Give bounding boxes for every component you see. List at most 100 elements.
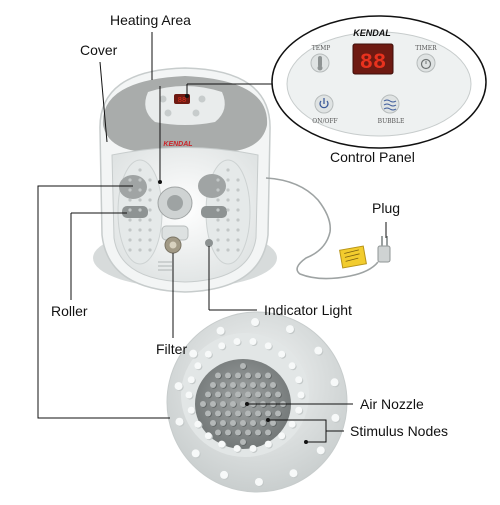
power-cord <box>265 177 379 280</box>
bubble-label: BUBBLE <box>378 118 405 125</box>
foot-spa-device: 88 KENDAL <box>93 67 277 293</box>
outer-node <box>194 420 202 428</box>
heating-area-core <box>167 195 183 211</box>
outer-node <box>249 444 257 452</box>
stimulus-node <box>235 372 241 379</box>
control-panel-brand: KENDAL <box>353 28 391 38</box>
outer-node <box>194 362 202 370</box>
outer-node <box>264 342 272 350</box>
rim-node <box>220 470 229 479</box>
foot-pad-node <box>216 178 220 182</box>
rim-node <box>314 346 323 355</box>
control-panel-callout: KENDAL 88 TEMP TIMER ON/OFF BUBBLE <box>271 15 487 149</box>
outer-node <box>204 432 212 440</box>
foot-pad-node <box>128 238 132 242</box>
rim-node <box>174 382 183 391</box>
device-mini-button-right <box>198 95 206 103</box>
foot-pad-node <box>148 238 152 242</box>
plug-prong-2 <box>386 236 388 246</box>
dot-stimulus-node-2 <box>304 440 308 444</box>
dot-control-panel <box>185 94 189 98</box>
label-heating-area: Heating Area <box>110 12 191 28</box>
foot-pad-node <box>138 178 142 182</box>
stimulus-node <box>255 391 261 398</box>
foot-pad-node <box>236 198 240 202</box>
stimulus-node <box>240 382 246 388</box>
plug-assembly <box>339 236 391 269</box>
outer-node <box>288 362 296 370</box>
outer-node <box>185 391 193 399</box>
outer-node <box>295 406 303 414</box>
stimulus-node <box>250 420 256 426</box>
outer-node <box>295 376 303 384</box>
foot-pad-node <box>226 248 230 252</box>
stimulus-node <box>215 391 221 398</box>
stimulus-node <box>265 410 271 417</box>
outer-node <box>218 342 226 350</box>
foot-pad-node <box>226 198 230 202</box>
indicator-light-element <box>205 239 213 247</box>
outer-node <box>278 432 286 440</box>
dot-heating-area <box>158 180 162 184</box>
stimulus-node <box>230 382 236 388</box>
device-mini-button-onoff <box>164 109 172 117</box>
foot-pad-node <box>216 238 220 242</box>
label-stimulus-nodes: Stimulus Nodes <box>350 423 449 439</box>
foot-pad-node <box>148 178 152 182</box>
plug-body <box>377 245 391 263</box>
callout-dots <box>158 94 308 444</box>
stimulus-node <box>230 401 236 407</box>
stimulus-node <box>240 420 246 426</box>
dot-stimulus-node-1 <box>266 418 270 422</box>
outer-node <box>264 440 272 448</box>
foot-pad-node <box>138 228 142 232</box>
foot-pad-node <box>236 228 240 232</box>
foot-pad-node <box>128 198 132 202</box>
foot-pad-node <box>128 248 132 252</box>
foot-pad-node <box>226 168 230 172</box>
power-icon <box>319 100 329 109</box>
stimulus-node <box>255 429 261 436</box>
label-air-nozzle: Air Nozzle <box>360 396 424 412</box>
stimulus-node <box>225 429 231 436</box>
zoom-detail-callout <box>166 311 348 493</box>
foot-pad-node <box>236 178 240 182</box>
stimulus-node <box>220 382 226 388</box>
stimulus-node <box>265 391 271 398</box>
foot-pad-node <box>226 238 230 242</box>
foot-pad-node <box>226 188 230 192</box>
callout-line-cover <box>99 61 108 143</box>
foot-pad-node <box>226 178 230 182</box>
rim-node <box>254 477 263 486</box>
stimulus-node-bumps <box>200 363 287 446</box>
foot-pad-node <box>236 238 240 242</box>
label-cover: Cover <box>80 42 118 58</box>
stimulus-node <box>240 363 246 369</box>
stimulus-node <box>210 420 216 426</box>
clock-icon <box>420 58 432 70</box>
filter-center <box>169 241 177 249</box>
stimulus-node <box>240 401 246 407</box>
foot-pad-node <box>128 208 132 212</box>
rim-node <box>289 469 298 478</box>
stimulus-node <box>245 429 251 436</box>
callout-line-stimulus-nodes <box>268 419 344 443</box>
foot-pad-node <box>216 198 220 202</box>
outer-node <box>278 350 286 358</box>
control-panel-display <box>352 43 394 75</box>
rim-node <box>316 446 325 455</box>
temp-label: TEMP <box>312 45 331 52</box>
stimulus-node <box>275 391 281 398</box>
plug-prong-1 <box>381 236 383 246</box>
foot-pad-node <box>216 228 220 232</box>
right-massage-disc <box>198 174 226 198</box>
foot-pad-node <box>138 188 142 192</box>
rim-node <box>191 449 200 458</box>
outer-node <box>204 350 212 358</box>
bottom-vents <box>158 261 172 271</box>
stimulus-node <box>210 382 216 388</box>
foot-pad-node <box>128 178 132 182</box>
dot-air-nozzle <box>245 402 249 406</box>
stimulus-node <box>230 420 236 426</box>
right-roller <box>201 206 227 218</box>
